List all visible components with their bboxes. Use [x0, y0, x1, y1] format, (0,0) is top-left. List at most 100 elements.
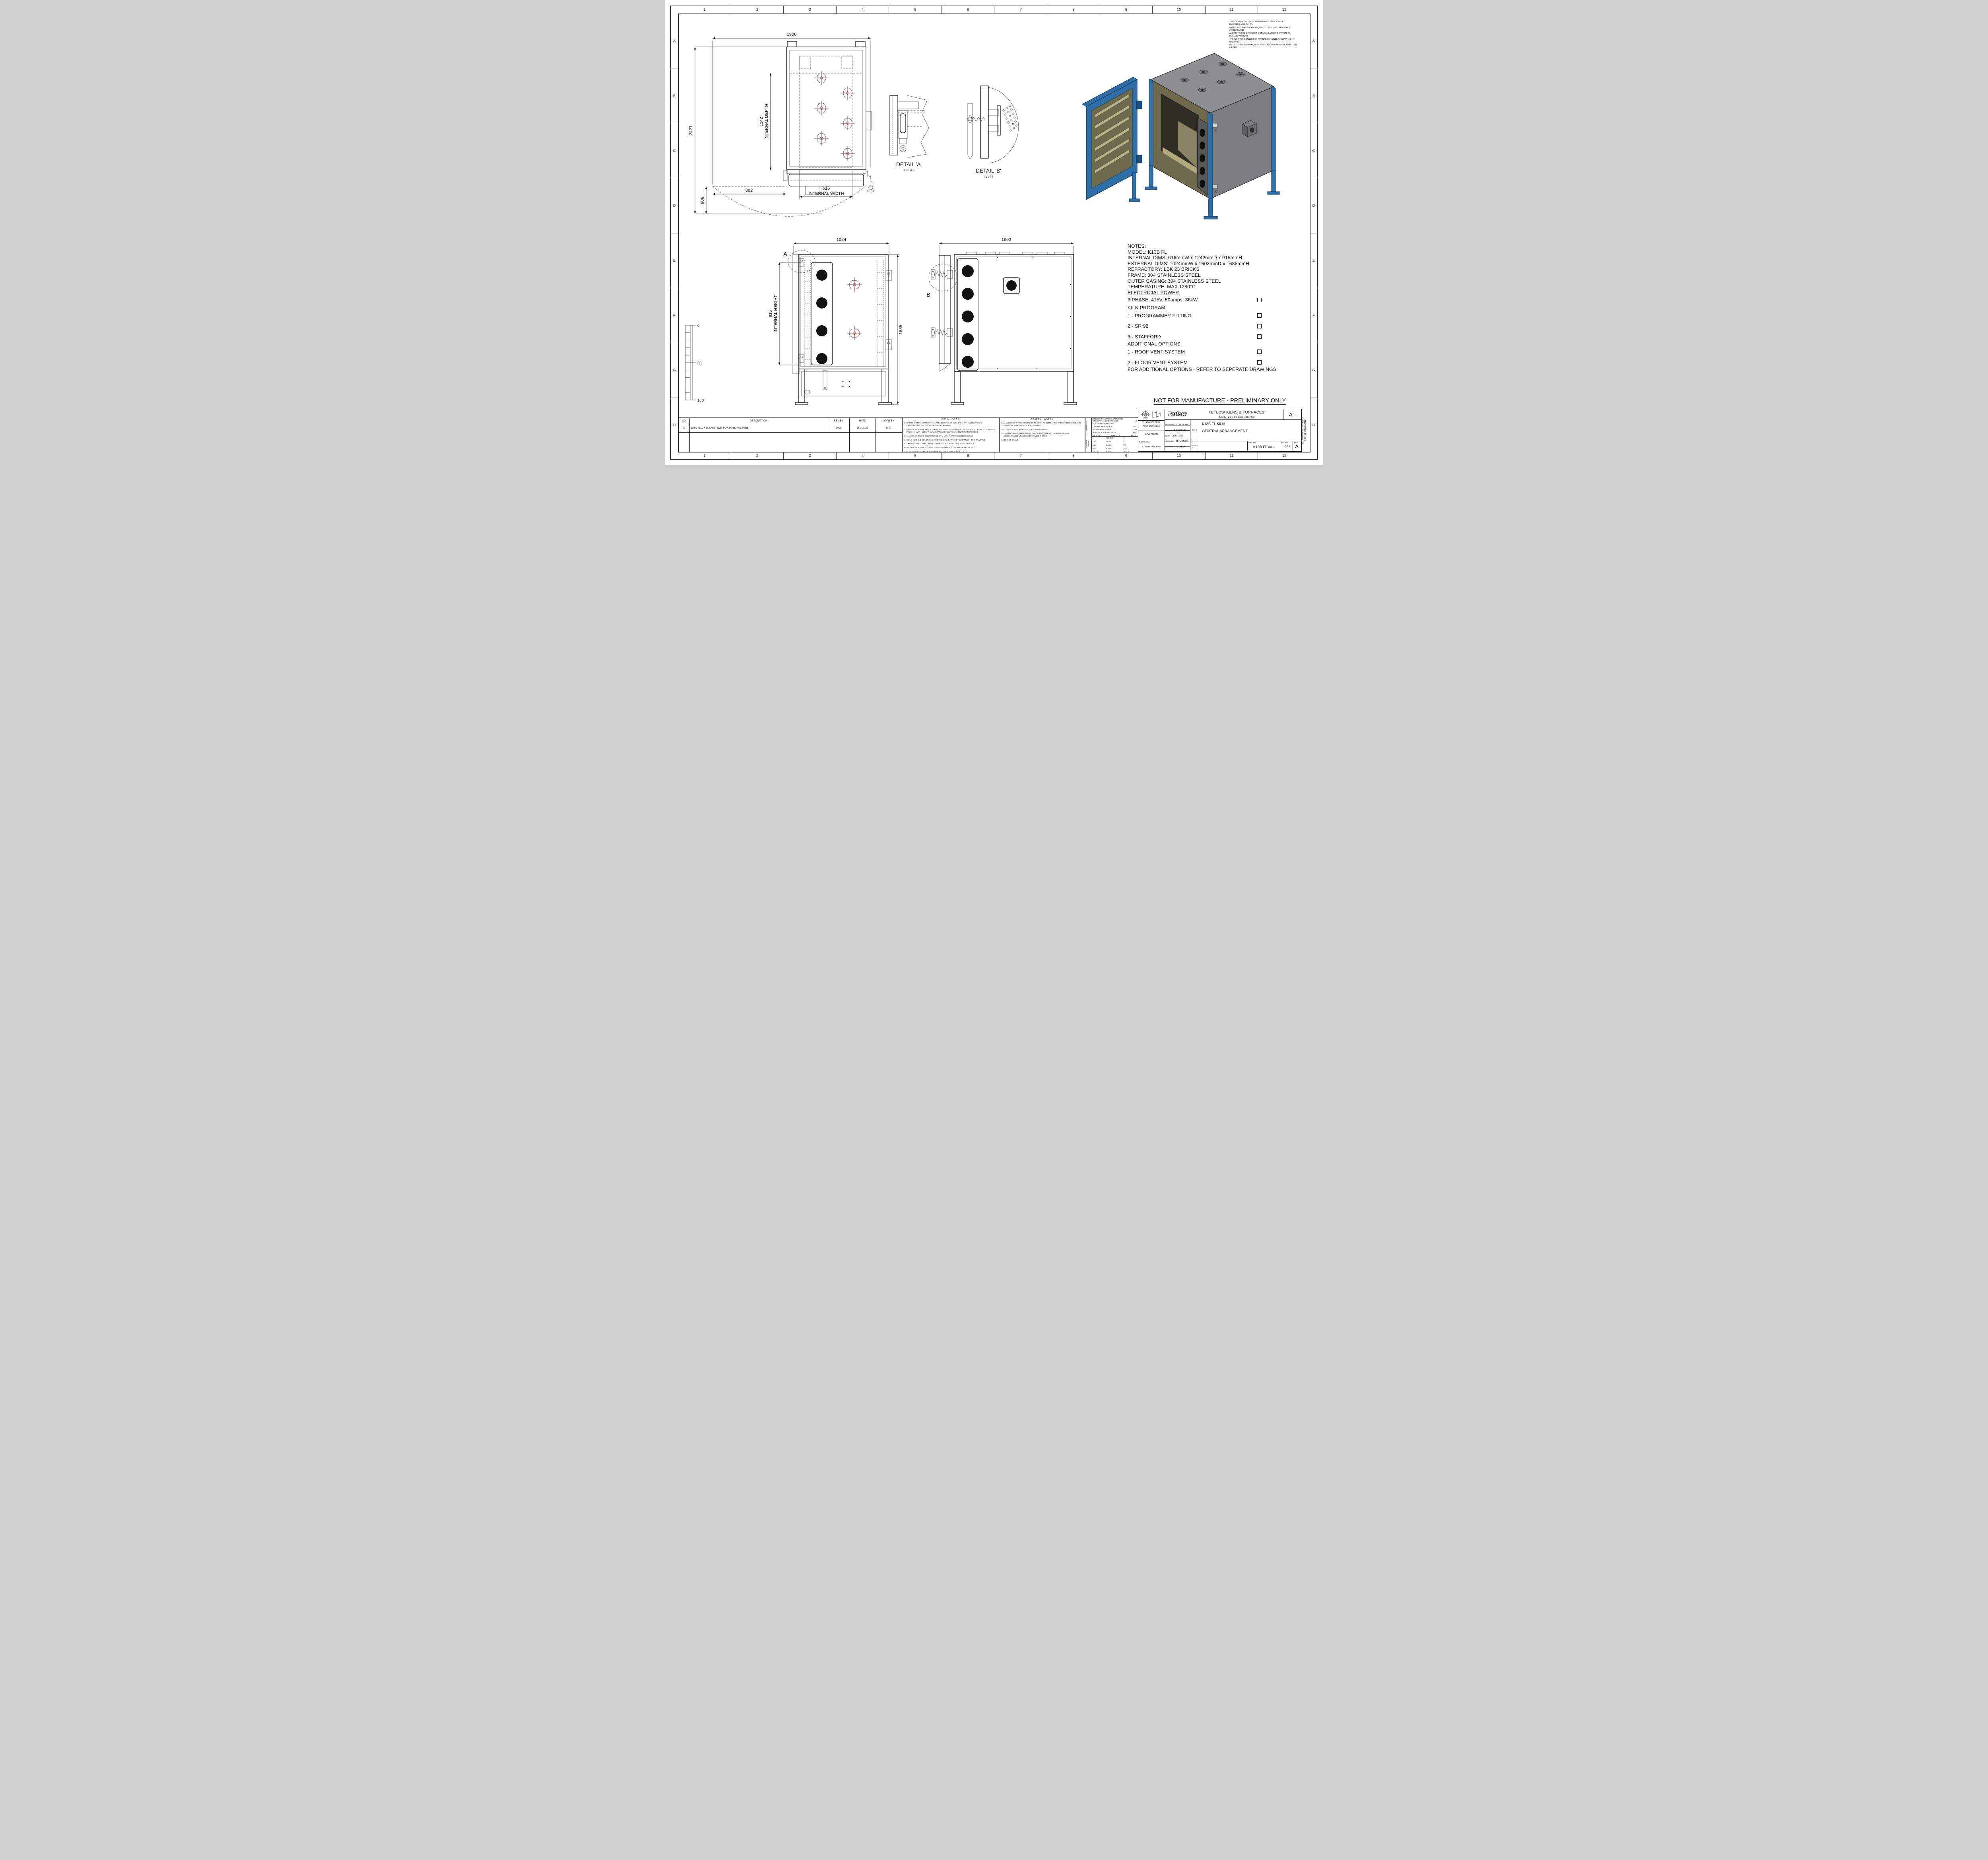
- element-target-icon: [814, 71, 855, 161]
- option-checkbox[interactable]: [1257, 324, 1262, 328]
- note-line: 2 - SR 92: [1128, 323, 1303, 329]
- weld-note-item: 2. STAINLESS STEEL STRUCTURAL WELDING TO…: [904, 429, 995, 434]
- scale-tick-50: 50: [697, 361, 702, 365]
- note-text: 3 - STAFFORD: [1128, 334, 1161, 340]
- weld-notes: WELD NOTES 1. CARBON STEEL STRUCTURAL WE…: [903, 418, 997, 452]
- note-text: INTERNAL DIMS: 616mmW x 1242mmD x 915mmH: [1128, 255, 1242, 261]
- tolerances-side-label: TOLERANCES:: [1085, 420, 1087, 433]
- grid-column-label: 9: [1099, 452, 1153, 460]
- grid-row-label: E: [670, 233, 678, 288]
- sf-col-equiv: EQUIV: [1131, 435, 1137, 437]
- grid-column-label: 7: [994, 452, 1047, 460]
- notes-block: NOTES: MODEL: K13B FL INTERNAL DIMS: 616…: [1128, 243, 1303, 373]
- surface-finish-cla: 1.6um: [1106, 444, 1112, 447]
- client-label: CLIENT: [1191, 445, 1198, 447]
- note-line: INTERNAL DIMS: 616mmW x 1242mmD x 915mmH: [1128, 255, 1303, 261]
- confidentiality-note: THIS DRAWING IS THE SOLE PROPERTY OF FUR…: [1229, 21, 1298, 50]
- note-line: MODEL: K13B FL: [1128, 249, 1303, 255]
- grid-column-label: 11: [1205, 6, 1258, 14]
- company-name: TETLOW KILNS & FURNACES: [1208, 410, 1265, 415]
- confidentiality-line: THIS DRAWING IS THE SOLE PROPERTY OF FUR…: [1229, 21, 1283, 26]
- detail-b-view: DETAIL 'B' ( 1 : 4 ): [967, 85, 1019, 179]
- rev-row-revby: D.M.: [836, 427, 841, 429]
- note-text: KILN PROGRAM: [1128, 305, 1165, 311]
- grid-row-label: B: [1310, 68, 1318, 123]
- tolerance-row: MACHINED SURFACES: [1093, 423, 1137, 425]
- tolerance-row: NO DECIMAL PLACE ±1: [1093, 429, 1137, 431]
- note-line: 1 - PROGRAMMER FITTING: [1128, 313, 1303, 319]
- note-text: 3 PHASE, 415V, 50amps, 36kW: [1128, 297, 1198, 303]
- designed-value: D.MURPHY: [1176, 424, 1188, 426]
- tolerance-label: ANGLES & SQUARENESS: [1093, 431, 1116, 434]
- tolerance-value: ±0.5°: [1132, 431, 1137, 434]
- software-text: INVENTOR: [1145, 433, 1158, 436]
- general-notes: GENERAL NOTES 1. ALL ROLLED STEEL SECTIO…: [1000, 418, 1083, 452]
- surface-finish-cla: 25um: [1106, 441, 1111, 443]
- weld-note-item: 5. CARBON STEEL WELDING CONSUMABLES TO A…: [904, 443, 974, 445]
- note-text: REFRACTORY: LBK 23 BRICKS: [1128, 266, 1200, 272]
- option-checkbox[interactable]: [1257, 349, 1262, 354]
- cad-file-label: CAD FILE No.: [1139, 441, 1150, 443]
- surface-finish-side-label: SURFACE FINISH: [1085, 440, 1089, 448]
- option-checkbox[interactable]: [1257, 313, 1262, 318]
- rev-row-description: ORIGINAL RELEASE- NOT FOR MANUFACTURE: [691, 427, 749, 429]
- rev-header-apprby: APPR BY: [883, 419, 894, 422]
- note-text: 1 - ROOF VENT SYSTEM: [1128, 349, 1185, 355]
- note-line: ADDITIONAL OPTIONS: [1128, 341, 1303, 347]
- detail-a-title: DETAIL 'A': [896, 161, 922, 167]
- note-line: NOTES:: [1128, 243, 1303, 249]
- revision-table: NO DESCRIPTION REV BY DATE APPR BY A ORI…: [678, 417, 902, 452]
- cad-file-value: K13B FL 001 A.idw: [1142, 446, 1161, 448]
- note-line: KILN PROGRAM: [1128, 305, 1303, 311]
- dim-door-swing: 882: [746, 188, 753, 193]
- sheet-size: A1: [1289, 411, 1295, 417]
- option-checkbox[interactable]: [1257, 360, 1262, 365]
- rev-row-date: 26 JUL 22: [856, 427, 868, 429]
- surface-finish-row: 1.6√ G 1.6um ▽▽▽ G: [1093, 451, 1137, 454]
- option-checkbox[interactable]: [1257, 297, 1262, 302]
- confidentiality-line: THE WRITTEN CONSENT OF FURNACE ENGINEERI…: [1229, 38, 1295, 43]
- grid-column-label: 8: [1047, 6, 1100, 14]
- grid-column-label: 1: [703, 8, 706, 12]
- tolerance-values: (UNLESS OTHERWISE SPECIFIED) NON MACHINE…: [1093, 418, 1137, 437]
- grid-column-label: 11: [1205, 452, 1258, 460]
- dim-overall-depth: 2421: [689, 126, 693, 135]
- grid-column-label: 5: [889, 452, 942, 460]
- grid-row-label: A: [673, 39, 676, 43]
- surface-finish-symbol: 1.6√: [1093, 444, 1097, 447]
- note-line: EXTERNAL DIMS: 1024mmW x 1603mmD x 1685m…: [1128, 261, 1303, 267]
- surface-finish-equiv: ▽▽▽: [1123, 448, 1128, 450]
- note-text: FRAME: 304 STAINLESS STEEL: [1128, 272, 1201, 278]
- grid-column-label: 3: [783, 6, 836, 14]
- approved-label: APPROVED:: [1165, 446, 1176, 448]
- note-line: ELECTRICIAL POWER: [1128, 290, 1303, 296]
- option-checkbox[interactable]: [1257, 334, 1262, 339]
- weld-note-item: 4. WELD DETAILS COVERED BY NOTES 1,2 & 3…: [904, 439, 985, 441]
- copyright-vertical: ©COPYRIGHT FURNACE ENGINEERING 2022: [1302, 416, 1307, 444]
- grid-column-label: 9: [1099, 6, 1153, 14]
- rev-header-no: NO: [682, 419, 686, 422]
- note-line: TEMPERATURE: MAX 1280°C: [1128, 284, 1303, 290]
- grid-row-label: H: [1310, 397, 1318, 452]
- detail-b-marker: B: [926, 291, 930, 298]
- detail-b-title: DETAIL 'B': [976, 168, 1001, 174]
- date-value: 25/07/2022: [1172, 435, 1183, 437]
- confidentiality-line: BE USED FOR MANUFACTURE WHEN ACCOMPANIED…: [1229, 44, 1297, 49]
- tolerance-header: (UNLESS OTHERWISE SPECIFIED): [1093, 418, 1123, 420]
- surface-finish-cla: 6.3um: [1106, 448, 1112, 450]
- tetlow-logo: Tetlow: [1168, 411, 1186, 417]
- isometric-view: [1081, 53, 1280, 219]
- detail-a-marker: A: [783, 251, 787, 258]
- drg-no-value: K13B FL 001: [1253, 445, 1274, 449]
- note-line: FRAME: 304 STAINLESS STEEL: [1128, 272, 1303, 278]
- grid-row-label: B: [670, 68, 678, 123]
- weld-note-item: 6. STAINLESS STEEL WELDING CONSUMABLES T…: [904, 447, 977, 449]
- drawing-area-border: [678, 14, 1310, 452]
- tolerance-row: NON MACHINED SURFACES ±2: [1093, 420, 1137, 423]
- sf-col-as1100: AS 1100: [1093, 435, 1100, 437]
- sf-col-maxcla: MAX. CLA: [1111, 435, 1120, 437]
- tolerance-label: ONE DECIMAL PLACE: [1093, 426, 1112, 428]
- note-line: 3 PHASE, 415V, 50amps, 36kW: [1128, 297, 1303, 303]
